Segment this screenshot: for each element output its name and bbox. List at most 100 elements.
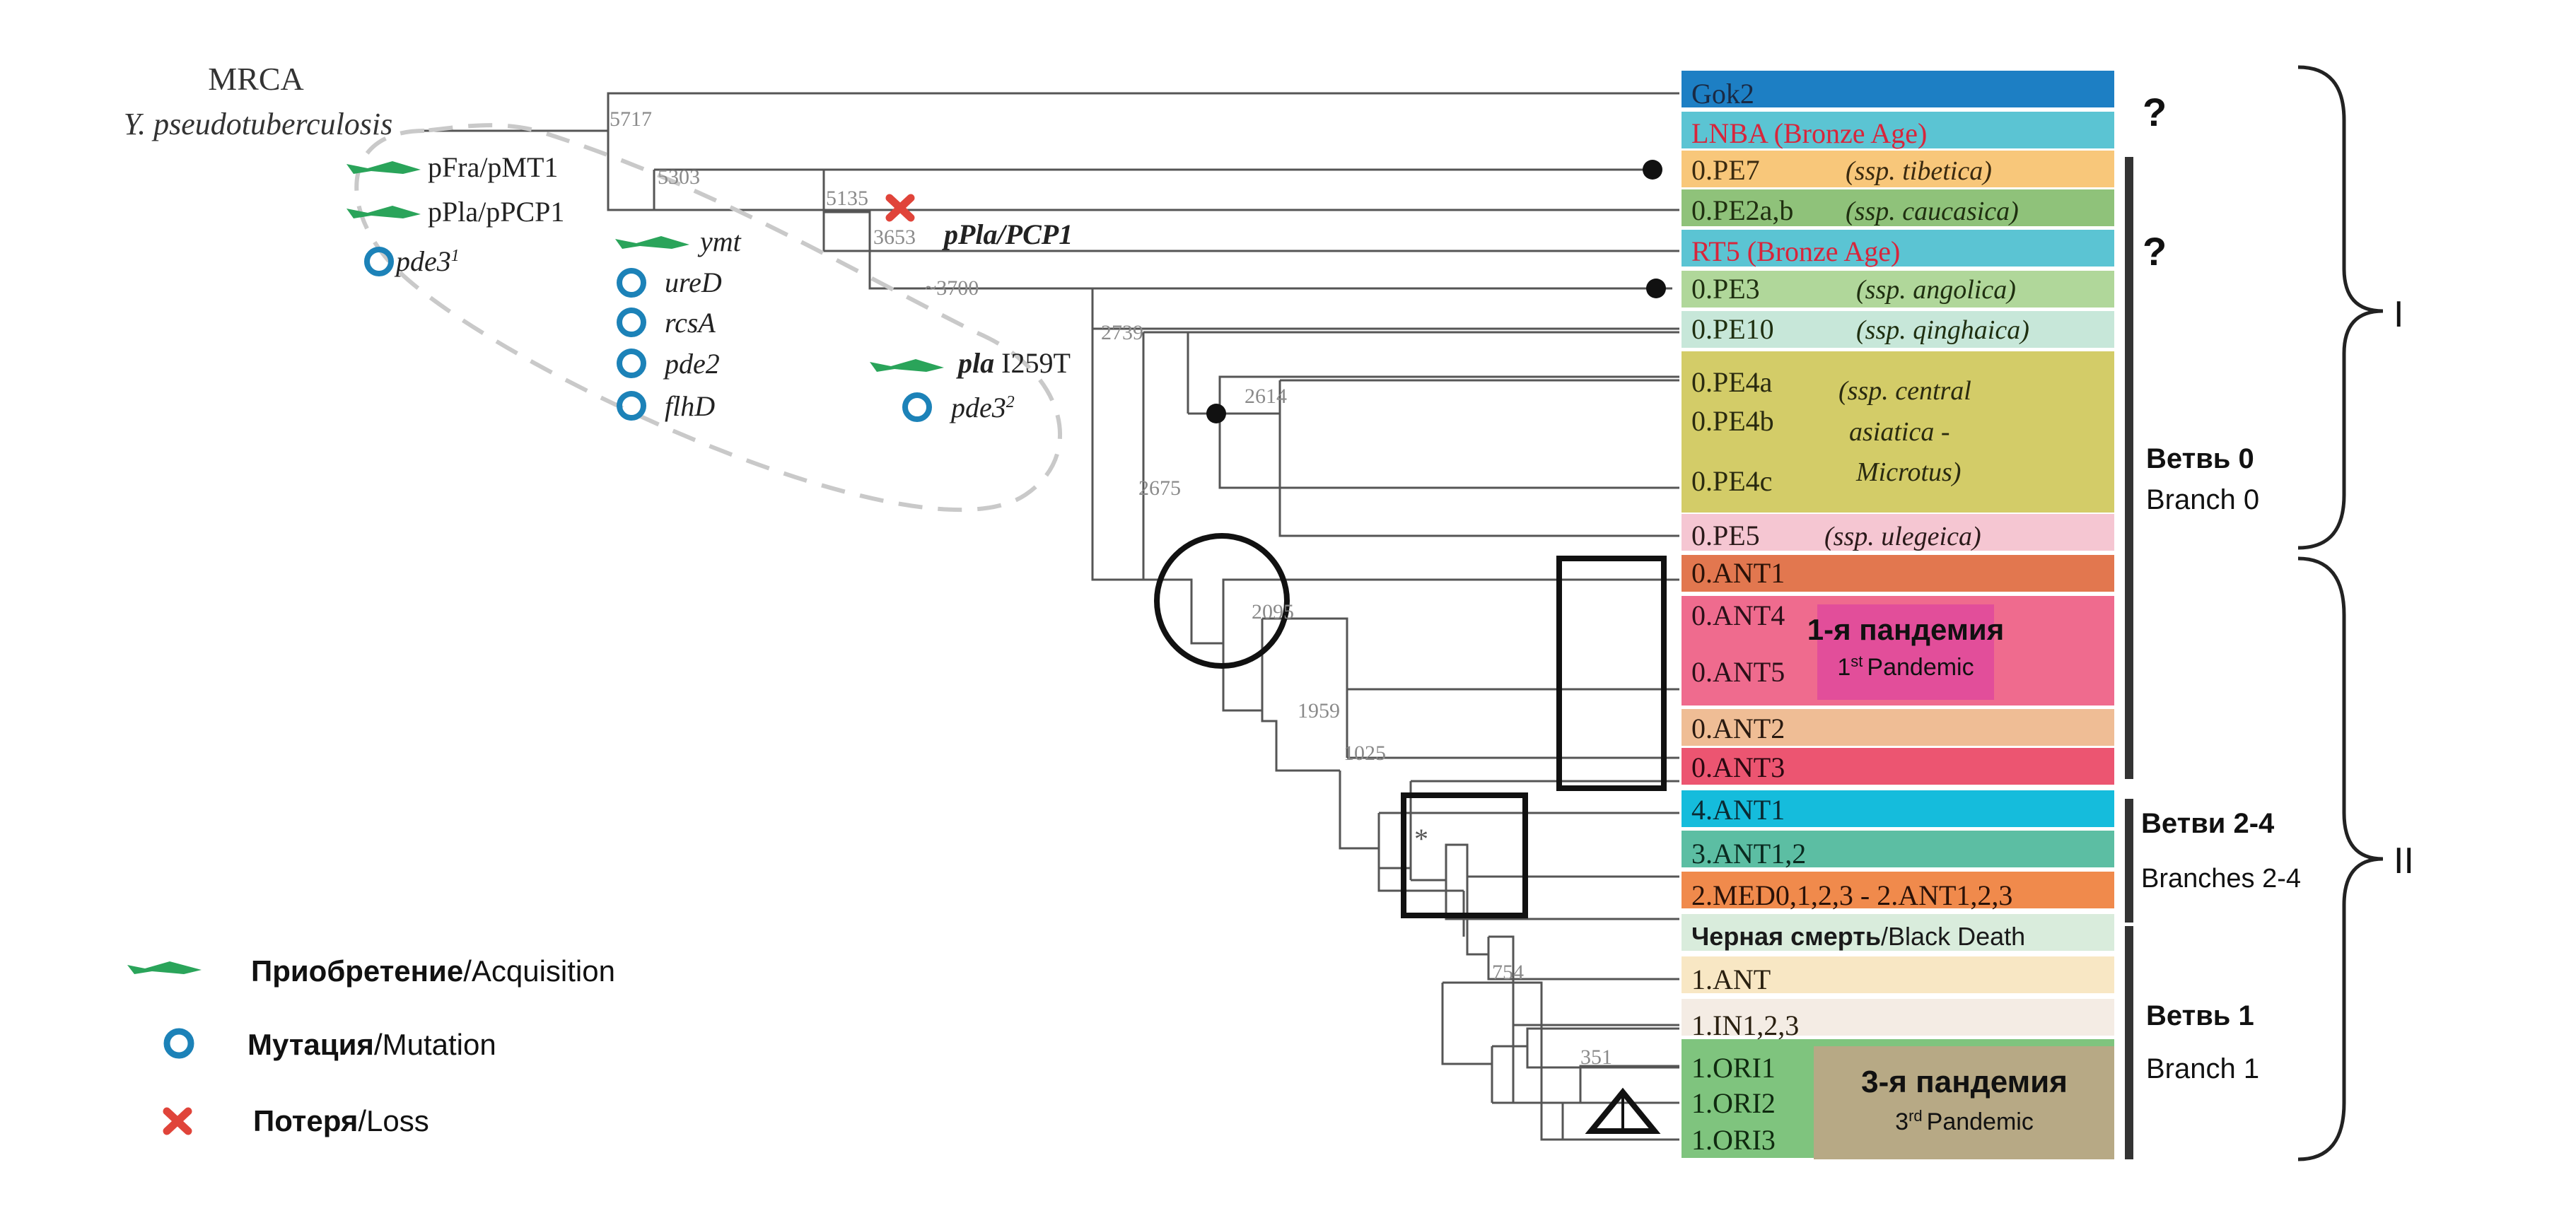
- tip-block: [1682, 271, 2114, 308]
- tip-label: 1.ORI2: [1691, 1087, 1776, 1119]
- node-labels: 5717530351353653~37002739261426752095195…: [610, 107, 1612, 1069]
- tip-label: 1.ORI1: [1691, 1052, 1776, 1084]
- tip-label: LNBA (Bronze Age): [1691, 117, 1927, 149]
- ant-highlight-rect-2: [1401, 792, 1528, 918]
- tip-block: [1682, 999, 2114, 1036]
- tip-subspecies-label: (ssp. caucasica): [1846, 197, 2019, 226]
- tip-block: [1682, 230, 2114, 267]
- branch0-plain: Branch 0: [2146, 484, 2259, 515]
- tip-block: [1682, 71, 2114, 107]
- tip-block: [1682, 748, 2114, 785]
- tip-label: 0.ANT3: [1691, 751, 1785, 783]
- root-species: Y. pseudotuberculosis: [124, 107, 393, 141]
- tip-subspecies-label: (ssp. ulegeica): [1824, 522, 1981, 551]
- dashed-outline: [354, 123, 1062, 513]
- tip-block: [1682, 914, 2114, 951]
- tip-subspecies-label: (ssp. angolica): [1856, 275, 2016, 305]
- ant-highlight-rect-1: [1556, 556, 1667, 791]
- node-support-label: 5135: [826, 187, 868, 210]
- node-support-label: ~3700: [925, 276, 979, 300]
- tip-label: 0.PE10: [1691, 313, 1774, 345]
- question-mark-2: ?: [2143, 229, 2167, 274]
- node-dot: [1646, 279, 1666, 298]
- tip-subspecies-label: (ssp. tibetica): [1846, 156, 1992, 186]
- acquisition-icon: [127, 961, 202, 974]
- legend-acquisition-label: Приобретение/Acquisition: [251, 954, 615, 988]
- node-support-label: 3653: [873, 226, 916, 249]
- tip-label: 0.PE4b: [1691, 405, 1774, 437]
- legend: Приобретение/Acquisition Мутация/Mutatio…: [247, 954, 615, 1137]
- tip-label: 0.PE3: [1691, 273, 1760, 305]
- tip-label: 0.PE4a: [1691, 366, 1773, 398]
- event-label-acquisition: pFra/pMT1: [428, 151, 558, 183]
- tip-label: 2.MED0,1,2,3 - 2.ANT1,2,3: [1691, 879, 2012, 911]
- question-mark-1: ?: [2143, 90, 2167, 134]
- event-label-mutation: pde32: [949, 392, 1015, 423]
- tip-label: 1.ANT: [1691, 964, 1771, 995]
- tip-label: 0.ANT5: [1691, 656, 1785, 688]
- node-support-label: 2739: [1101, 321, 1143, 344]
- mutation-icon: [902, 392, 932, 422]
- pe4-group-label-line3: Microtus): [1855, 457, 1961, 487]
- tip-label: 0.PE5: [1691, 520, 1760, 551]
- event-label-acquisition: pla I259T: [956, 347, 1071, 379]
- tip-label: 3.ANT1,2: [1691, 838, 1806, 870]
- acquisition-icon: [615, 236, 689, 249]
- root-title: MRCA: [208, 61, 303, 97]
- acquisition-icon: [870, 359, 944, 372]
- tip-label: 1.IN1,2,3: [1691, 1009, 1799, 1041]
- tip-label: Gok2: [1691, 78, 1754, 110]
- tip-block: [1682, 872, 2114, 908]
- event-label-mutation: flhD: [665, 390, 715, 422]
- loss-icon: [163, 1107, 192, 1135]
- tip-block: [1682, 151, 2114, 187]
- node-support-label: 5717: [610, 107, 652, 131]
- mutation-icon: [617, 391, 646, 421]
- tip-label: RT5 (Bronze Age): [1691, 235, 1900, 267]
- clade-I-label: I: [2394, 294, 2403, 335]
- mutation-icon: [617, 349, 646, 378]
- legend-mutation-label: Мутация/Mutation: [247, 1028, 496, 1061]
- pandemic3-box: [1814, 1046, 2114, 1159]
- node-support-label: 5303: [658, 165, 700, 189]
- branch1-bold: Ветвь 1: [2146, 1000, 2254, 1031]
- mutation-icon: [617, 308, 646, 337]
- branch0-bold: Ветвь 0: [2146, 443, 2254, 474]
- node-support-label: 2095: [1252, 600, 1294, 624]
- tip-label: Черная смерть/Black Death: [1691, 922, 2025, 951]
- node-dot: [1643, 160, 1662, 180]
- legend-loss-label: Потеря/Loss: [253, 1104, 429, 1137]
- tip-block: [1682, 112, 2114, 148]
- tip-block: [1682, 709, 2114, 746]
- brace-II: [2297, 556, 2384, 1161]
- tip-label: 0.ANT4: [1691, 599, 1785, 631]
- tip-block: [1682, 956, 2114, 993]
- node-support-label: 1025: [1344, 742, 1386, 765]
- mutation-icon: [364, 247, 394, 276]
- node-support-label: 1959: [1298, 699, 1340, 722]
- mutation-icon: [617, 268, 646, 298]
- node-support-label: 2614: [1245, 385, 1287, 408]
- node-dot: [1206, 404, 1226, 423]
- event-label-acquisition: pPla/pPCP1: [428, 196, 564, 228]
- event-label-mutation: pde31: [394, 245, 460, 277]
- tip-label: 1.ORI3: [1691, 1124, 1776, 1156]
- branch1-bar: [2125, 926, 2133, 1159]
- root-label: MRCA Y. pseudotuberculosis: [124, 61, 393, 141]
- tip-subspecies-label: (ssp. qinghaica): [1856, 315, 2029, 345]
- event-label-loss: pPla/PCP1: [942, 218, 1073, 250]
- tip-label: 0.PE4c: [1691, 465, 1772, 497]
- tip-label: 4.ANT1: [1691, 794, 1785, 826]
- pe4-group-label-line2: asiatica -: [1849, 417, 1950, 447]
- branch24-bold: Ветви 2-4: [2141, 808, 2275, 839]
- tip-label: 0.PE2a,b: [1691, 194, 1793, 226]
- pandemic1-title: 1-я пандемия: [1807, 613, 2004, 646]
- event-label-mutation: pde2: [663, 348, 720, 380]
- tip-block: [1682, 351, 2114, 513]
- pe4-group-label-line1: (ssp. central: [1838, 376, 1971, 406]
- tip-label: 0.PE7: [1691, 154, 1760, 186]
